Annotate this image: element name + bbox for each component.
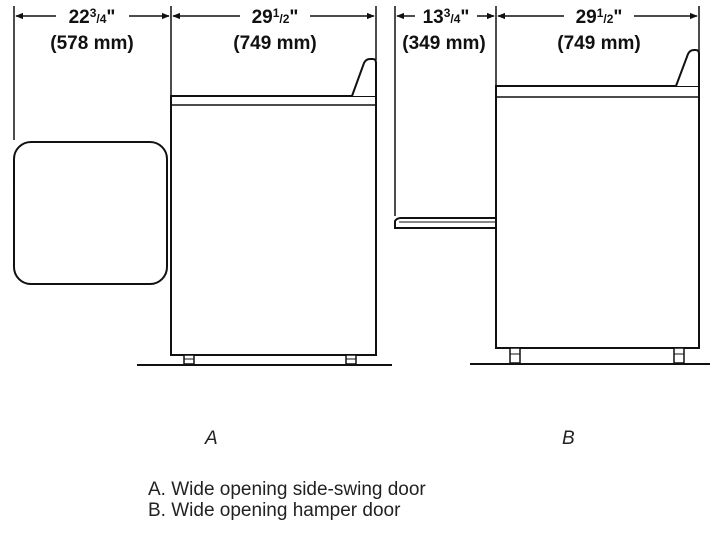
figure-caption: A. Wide opening side-swing door B. Wide … [148,479,426,521]
b-depth-dimension-imperial: 291/2" [576,6,623,28]
b-depth-dimension-metric: (749 mm) [557,33,640,54]
a-open-side-swing-door [13,141,168,285]
figure-b: 133/4" (349 mm) 291/2" (749 mm) [394,6,710,365]
figure-label-b: B [562,428,575,449]
a-control-console [351,58,377,97]
b-rear-foot [673,347,685,364]
a-door-dimension-imperial: 223/4" [69,6,116,28]
b-door-dimension-imperial: 133/4" [423,6,470,28]
a-dryer-cabinet [170,95,377,356]
figure-label-a: A [205,428,218,449]
a-door-dimension-metric: (578 mm) [50,33,133,54]
a-depth-dimension-imperial: 291/2" [252,6,299,28]
b-control-console [675,49,700,87]
figure-a: 223/4" (578 mm) 291/2" (749 mm) [13,6,392,366]
caption-line-b: B. Wide opening hamper door [148,500,401,521]
b-dryer-cabinet [495,85,700,349]
b-open-hamper-door [394,217,497,229]
a-depth-dimension-metric: (749 mm) [233,33,316,54]
b-front-foot [509,347,521,364]
b-door-dimension-metric: (349 mm) [402,33,485,54]
caption-line-a: A. Wide opening side-swing door [148,479,426,500]
